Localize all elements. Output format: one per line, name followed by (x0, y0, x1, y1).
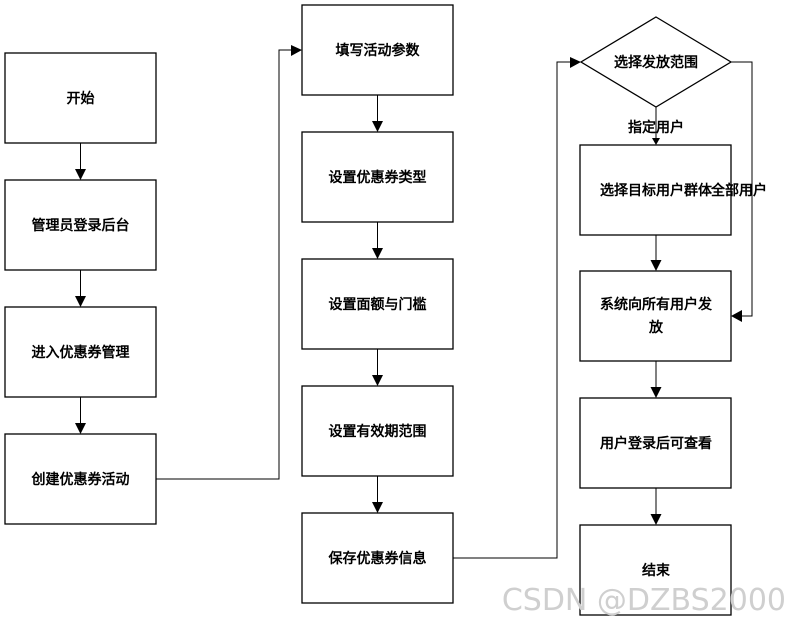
node-fill-params: 填写活动参数 (301, 4, 454, 96)
edge-save-to-scope (453, 57, 581, 559)
node-user-view: 用户登录后可查看 (579, 397, 732, 489)
node-end-label: 结束 (642, 562, 671, 579)
node-admin-login: 管理员登录后台 (4, 179, 157, 271)
node-set-type-label: 设置优惠券类型 (329, 169, 427, 186)
edge-label-specified-users: 指定用户 (628, 119, 684, 136)
edge-type-to-amount (372, 222, 383, 259)
edge-validity-to-save (372, 476, 383, 513)
edge-scope-to-group: 指定用户 (628, 107, 684, 145)
edge-scope-to-issue: 全部用户 (710, 61, 767, 322)
node-enter-mgmt-label: 进入优惠券管理 (32, 344, 130, 361)
edge-issue-to-view (650, 361, 662, 398)
node-select-group-label: 选择目标用户群体 (600, 182, 713, 199)
node-save-info: 保存优惠券信息 (301, 512, 454, 604)
node-end: 结束 (579, 524, 732, 616)
edge-view-to-end (650, 488, 662, 525)
edge-amount-to-validity (372, 349, 383, 386)
node-select-group: 选择目标用户群体 (579, 144, 732, 236)
node-start: 开始 (4, 52, 157, 144)
edge-create-to-fill (156, 45, 302, 480)
node-set-amount-label: 设置面额与门槛 (329, 296, 427, 313)
edge-group-to-issue (650, 235, 662, 271)
node-system-issue-label-line1: 系统向所有用户发 (600, 296, 713, 313)
edge-label-all-users: 全部用户 (710, 182, 767, 199)
node-enter-mgmt: 进入优惠券管理 (4, 306, 157, 398)
node-fill-params-label: 填写活动参数 (336, 42, 421, 59)
node-set-validity: 设置有效期范围 (301, 385, 454, 477)
watermark: CSDN @DZBS2000 (502, 583, 786, 618)
node-choose-scope-label: 选择发放范围 (614, 54, 698, 71)
node-user-view-label: 用户登录后可查看 (600, 435, 712, 452)
node-start-label: 开始 (67, 90, 95, 107)
node-choose-scope: 选择发放范围 (579, 16, 733, 108)
node-create-activity: 创建优惠券活动 (4, 433, 157, 525)
node-set-amount: 设置面额与门槛 (301, 258, 454, 350)
node-set-validity-label: 设置有效期范围 (329, 423, 427, 440)
node-create-activity-label: 创建优惠券活动 (31, 471, 130, 488)
node-set-type: 设置优惠券类型 (301, 131, 454, 223)
node-admin-login-label: 管理员登录后台 (32, 217, 130, 234)
edge-start-to-login (75, 143, 86, 180)
node-save-info-label: 保存优惠券信息 (328, 550, 427, 567)
edge-mgmt-to-create (75, 397, 86, 434)
edge-login-to-mgmt (75, 270, 86, 307)
edge-fill-to-type (372, 95, 383, 132)
node-system-issue-label-line2: 放 (648, 319, 664, 336)
node-system-issue: 系统向所有用户发 放 (579, 270, 732, 362)
